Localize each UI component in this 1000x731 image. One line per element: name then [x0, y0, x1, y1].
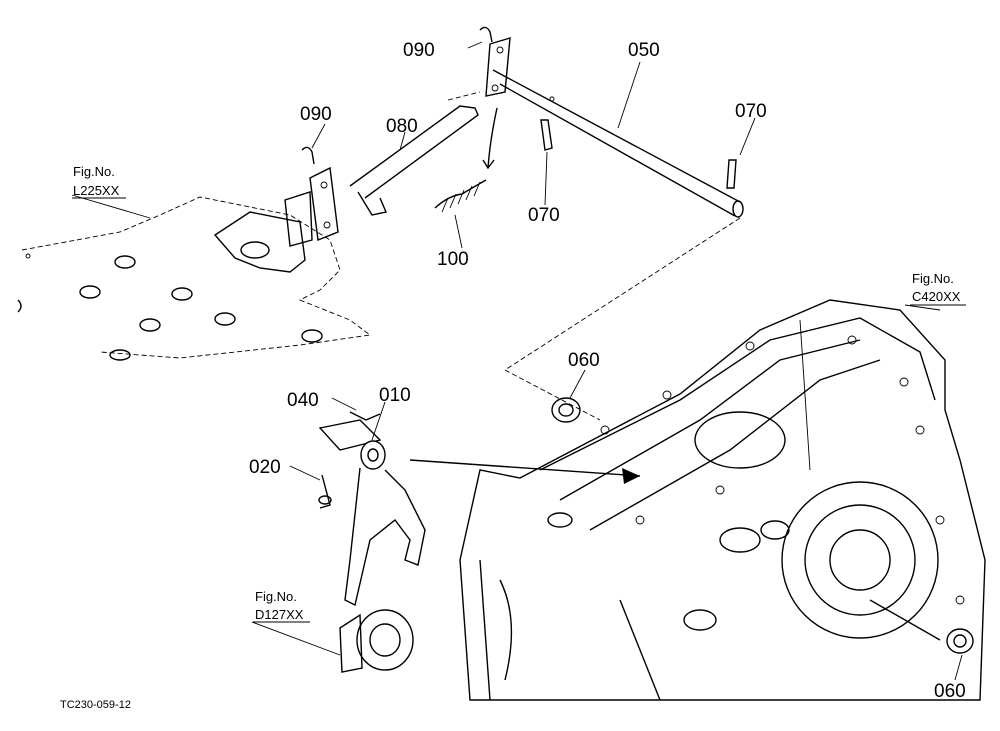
- upper-housing: [17, 166, 372, 361]
- shaft-assembly: [301, 26, 744, 218]
- fig-ref-d127-code: D127XX: [255, 607, 304, 622]
- label-070-center: 070: [528, 205, 560, 226]
- oil-seals: [551, 397, 974, 654]
- fig-ref-l225-code: L225XX: [73, 183, 120, 198]
- fig-ref-d127: Fig.No. D127XX: [253, 589, 310, 623]
- label-020: 020: [249, 457, 281, 478]
- drawing-code: TC230-059-12: [60, 699, 131, 711]
- label-050: 050: [628, 40, 660, 61]
- bearing: [339, 609, 414, 673]
- label-070-right: 070: [735, 101, 767, 122]
- fig-ref-d127-caption: Fig.No.: [255, 589, 297, 604]
- leader-lines: [71, 41, 963, 681]
- link-and-spring: [349, 105, 498, 216]
- label-040: 040: [287, 390, 319, 411]
- part-labels: 090 050 090 080 070 070 100 060 060 040 …: [249, 40, 966, 702]
- label-090-left: 090: [300, 104, 332, 125]
- fig-ref-l225-caption: Fig.No.: [73, 164, 115, 179]
- label-080: 080: [386, 116, 418, 137]
- label-060-bottom: 060: [934, 681, 966, 702]
- fig-ref-c420: Fig.No. C420XX: [910, 271, 966, 306]
- assembly-arrow: [409, 459, 641, 484]
- fig-ref-l225: Fig.No. L225XX: [72, 164, 126, 199]
- label-090-top: 090: [403, 40, 435, 61]
- transmission-case: [459, 299, 986, 701]
- fig-ref-c420-caption: Fig.No.: [912, 271, 954, 286]
- label-100: 100: [437, 249, 469, 270]
- fig-ref-c420-code: C420XX: [912, 289, 961, 304]
- label-060-top: 060: [568, 350, 600, 371]
- shift-fork: [318, 411, 426, 607]
- label-010: 010: [379, 385, 411, 406]
